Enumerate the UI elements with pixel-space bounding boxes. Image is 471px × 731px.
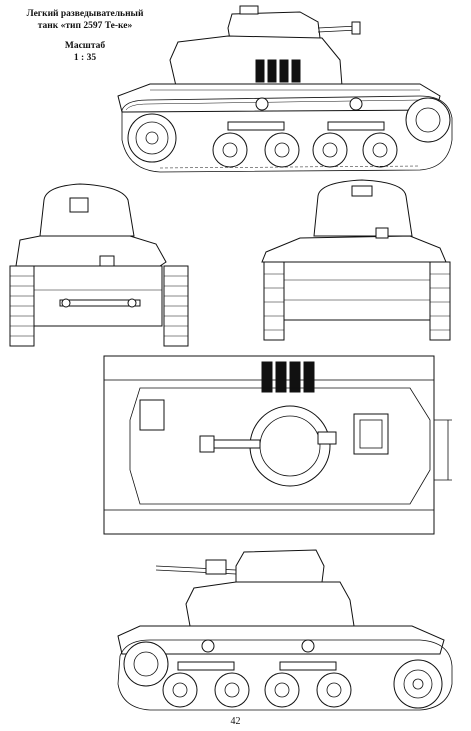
page-number: 42 [230,716,241,727]
rear-view [261,179,451,341]
title-line-2: танк «тип 2597 Те-ке» [37,21,133,31]
front-view [9,183,189,347]
right-side-view [117,549,453,711]
left-side-view [117,5,453,173]
scale-label: Масштаб [64,41,106,51]
title-line-1: Легкий разведывательный [26,9,144,19]
scale-block: Масштаб 1 : 35 [10,40,160,64]
scale-value: 1 : 35 [73,53,97,63]
caption: Легкий разведывательный танк «тип 2597 Т… [10,8,160,64]
top-view [103,355,452,535]
